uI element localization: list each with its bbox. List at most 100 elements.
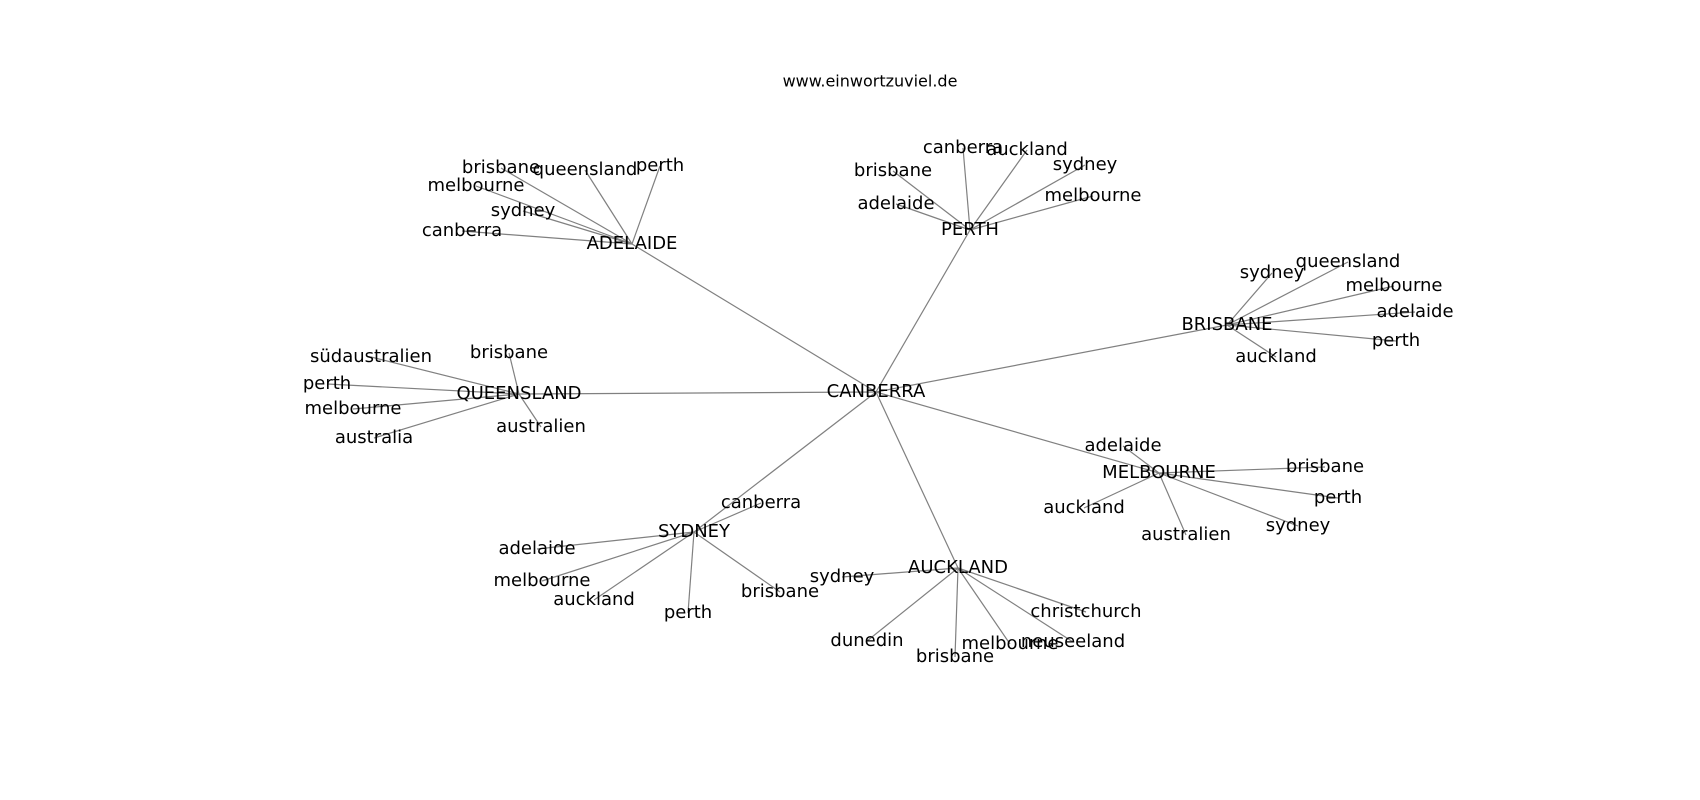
- edge-brisbane-5: [1226, 324, 1277, 358]
- node-leaf-perth-2: brisbane: [854, 160, 932, 181]
- edge-queensland-3: [352, 393, 520, 410]
- node-leaf-queensland-5: australien: [496, 416, 586, 437]
- node-leaf-melbourne-3: auckland: [1043, 497, 1125, 518]
- edge-queensland-5: [518, 393, 542, 428]
- node-leaf-adelaide-0: brisbane: [462, 157, 540, 178]
- edge-root-brisbane: [875, 324, 1228, 393]
- edge-adelaide-1: [584, 169, 633, 245]
- edge-perth-0: [962, 147, 971, 231]
- node-leaf-melbourne-1: brisbane: [1286, 456, 1364, 477]
- node-leaf-melbourne-4: australien: [1141, 524, 1231, 545]
- edge-brisbane-0: [1226, 272, 1273, 326]
- node-leaf-perth-5: adelaide: [857, 193, 934, 214]
- edge-melbourne-0: [1122, 445, 1160, 474]
- node-leaf-queensland-1: brisbane: [470, 342, 548, 363]
- edge-auckland-5: [954, 567, 959, 658]
- edge-brisbane-4: [1226, 324, 1397, 342]
- edge-queensland-1: [508, 352, 520, 395]
- node-leaf-brisbane-3: adelaide: [1376, 301, 1453, 322]
- node-hub-auckland: AUCKLAND: [908, 557, 1008, 578]
- label-layer: CANBERRAADELAIDEbrisbanequeenslandperthm…: [303, 137, 1454, 667]
- node-leaf-sydney-2: melbourne: [493, 570, 590, 591]
- node-leaf-queensland-4: australia: [335, 427, 413, 448]
- edge-root-perth: [875, 229, 971, 393]
- node-leaf-adelaide-1: queensland: [533, 159, 638, 180]
- edge-melbourne-1: [1158, 466, 1326, 474]
- node-hub-queensland: QUEENSLAND: [456, 383, 581, 404]
- node-leaf-sydney-3: auckland: [553, 589, 635, 610]
- edge-layer: [326, 147, 1416, 658]
- node-leaf-brisbane-1: queensland: [1296, 251, 1401, 272]
- edge-melbourne-3: [1083, 472, 1160, 509]
- edge-perth-5: [895, 203, 971, 231]
- node-leaf-adelaide-3: melbourne: [427, 175, 524, 196]
- edge-perth-3: [969, 164, 1086, 231]
- node-leaf-perth-3: sydney: [1053, 154, 1118, 175]
- node-leaf-sydney-5: perth: [664, 602, 712, 623]
- node-leaf-brisbane-2: melbourne: [1345, 275, 1442, 296]
- edge-auckland-1: [957, 567, 1087, 613]
- node-leaf-perth-1: auckland: [986, 139, 1068, 160]
- edge-auckland-0: [841, 567, 959, 578]
- edge-brisbane-3: [1226, 311, 1416, 326]
- edge-sydney-1: [536, 531, 695, 550]
- node-leaf-queensland-3: melbourne: [304, 398, 401, 419]
- node-leaf-perth-4: melbourne: [1044, 185, 1141, 206]
- node-hub-perth: PERTH: [941, 219, 999, 240]
- page-title: www.einwortzuviel.de: [783, 72, 958, 91]
- node-leaf-melbourne-2: perth: [1314, 487, 1362, 508]
- node-leaf-melbourne-5: sydney: [1266, 515, 1331, 536]
- edge-brisbane-2: [1226, 285, 1395, 326]
- edge-perth-4: [969, 195, 1094, 231]
- edge-adelaide-5: [461, 230, 633, 245]
- node-leaf-sydney-4: brisbane: [741, 581, 819, 602]
- node-root-label: CANBERRA: [827, 381, 926, 402]
- node-leaf-melbourne-0: adelaide: [1084, 435, 1161, 456]
- edge-queensland-0: [370, 356, 520, 395]
- node-leaf-perth-0: canberra: [923, 137, 1003, 158]
- edge-root-melbourne: [875, 391, 1160, 474]
- edge-adelaide-0: [500, 167, 633, 245]
- node-leaf-brisbane-5: auckland: [1235, 346, 1317, 367]
- edge-adelaide-4: [522, 210, 633, 245]
- node-leaf-auckland-4: melbourne: [961, 633, 1058, 654]
- edge-melbourne-4: [1158, 472, 1187, 536]
- edge-root-adelaide: [631, 243, 877, 393]
- edge-melbourne-2: [1158, 472, 1339, 499]
- node-leaf-sydney-0: canberra: [721, 492, 801, 513]
- node-leaf-adelaide-2: perth: [636, 155, 684, 176]
- edge-melbourne-5: [1158, 472, 1299, 527]
- node-leaf-auckland-2: neuseeland: [1021, 631, 1125, 652]
- edge-sydney-5: [687, 531, 695, 614]
- edge-sydney-4: [693, 531, 781, 593]
- edge-brisbane-1: [1226, 261, 1349, 326]
- edge-perth-1: [969, 149, 1028, 231]
- node-leaf-adelaide-4: sydney: [491, 200, 556, 221]
- edge-queensland-2: [326, 383, 520, 395]
- edge-adelaide-2: [631, 165, 661, 245]
- node-leaf-auckland-3: dunedin: [830, 630, 903, 651]
- edge-auckland-2: [957, 567, 1074, 643]
- node-leaf-queensland-0: südaustralien: [310, 346, 432, 367]
- edge-sydney-3: [593, 531, 695, 601]
- node-leaf-adelaide-5: canberra: [422, 220, 502, 241]
- edge-root-sydney: [693, 391, 877, 533]
- node-leaf-brisbane-0: sydney: [1240, 262, 1305, 283]
- edge-root-queensland: [518, 391, 877, 395]
- edge-perth-2: [892, 170, 971, 231]
- node-leaf-auckland-0: sydney: [810, 566, 875, 587]
- node-leaf-queensland-2: perth: [303, 373, 351, 394]
- node-hub-adelaide: ADELAIDE: [587, 233, 678, 254]
- node-hub-brisbane: BRISBANE: [1181, 314, 1272, 335]
- edge-auckland-4: [957, 567, 1011, 645]
- edge-adelaide-3: [475, 185, 633, 245]
- edge-root-auckland: [875, 391, 959, 569]
- edge-queensland-4: [373, 393, 520, 439]
- node-hub-sydney: SYDNEY: [658, 521, 731, 542]
- edge-auckland-3: [866, 567, 959, 642]
- edge-sydney-0: [693, 502, 762, 533]
- node-leaf-sydney-1: adelaide: [498, 538, 575, 559]
- node-leaf-brisbane-4: perth: [1372, 330, 1420, 351]
- node-leaf-auckland-5: brisbane: [916, 646, 994, 667]
